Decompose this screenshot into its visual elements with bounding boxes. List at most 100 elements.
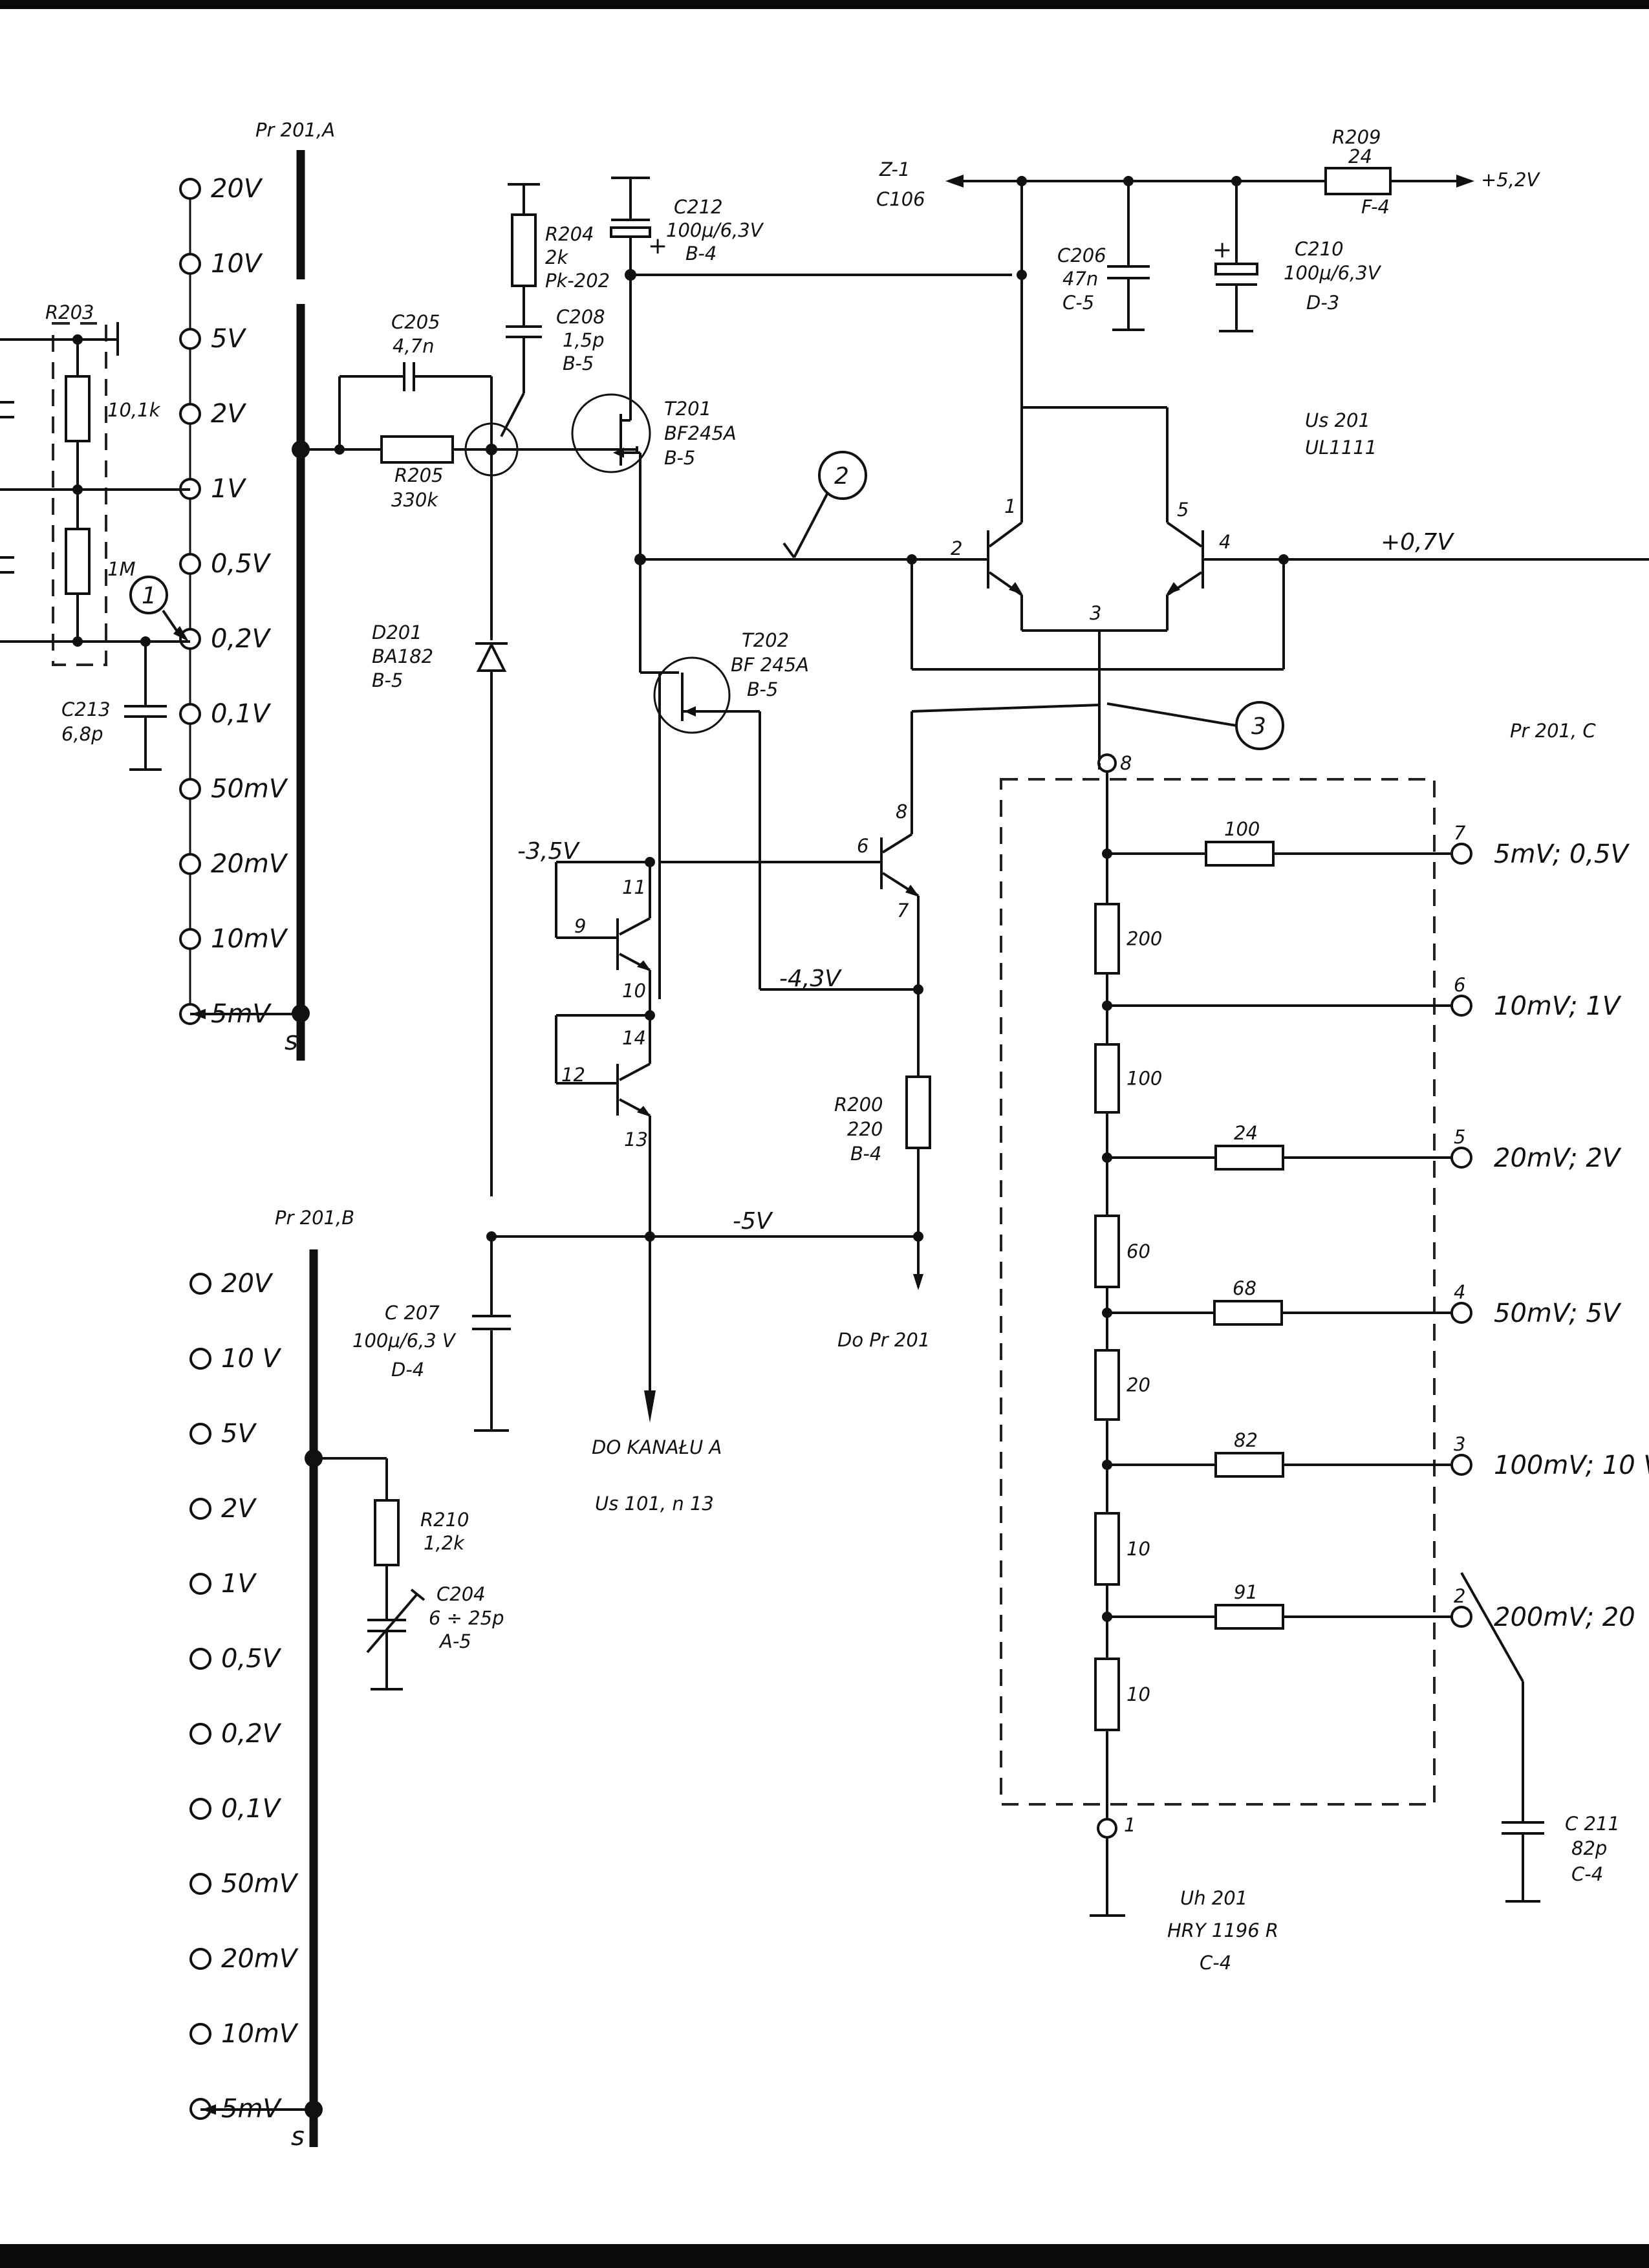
switch-b-position-terminal-4[interactable] xyxy=(189,1573,211,1595)
switch-b-position-terminal-5[interactable] xyxy=(189,1648,211,1670)
switch-a-position-terminal-7[interactable] xyxy=(179,703,201,725)
t202-ref: T202 xyxy=(742,629,789,651)
c208-value: 1,5p xyxy=(563,329,605,351)
r210-value: 1,2k xyxy=(424,1532,465,1554)
us201-pin3: 3 xyxy=(1090,602,1101,624)
switch-c-terminal-5[interactable] xyxy=(1450,1147,1472,1169)
c212-ref: C212 xyxy=(674,196,723,218)
ic-pin10: 10 xyxy=(622,980,646,1002)
switch-c-range-7: 5mV; 0,5V xyxy=(1494,839,1630,869)
ic-pin11: 11 xyxy=(622,876,646,898)
switch-a-position-label-7: 0,1V xyxy=(211,699,272,729)
switch-b-position-label-8: 50mV xyxy=(221,1869,299,1899)
marker-1-label: 1 xyxy=(142,583,156,609)
switch-a-position-terminal-6[interactable] xyxy=(179,628,201,650)
c212-plus: + xyxy=(648,233,667,259)
us201-pin4: 4 xyxy=(1219,531,1231,553)
r200-resistor xyxy=(905,1075,931,1149)
c207-value: 100μ/6,3 V xyxy=(352,1330,457,1352)
marker-2 xyxy=(818,451,867,500)
switch-b-position-terminal-6[interactable] xyxy=(189,1723,211,1745)
c210-value: 100μ/6,3V xyxy=(1284,262,1382,284)
switch-b-position-terminal-7[interactable] xyxy=(189,1798,211,1820)
switch-c-terminal-2[interactable] xyxy=(1450,1606,1472,1628)
switch-c-terminal-4[interactable] xyxy=(1450,1302,1472,1324)
t201-type: BF245A xyxy=(664,422,737,444)
node-minus-5v: -5V xyxy=(733,1208,773,1235)
switch-c-range-4: 50mV; 5V xyxy=(1494,1299,1622,1328)
switch-a-position-terminal-9[interactable] xyxy=(179,853,201,875)
z1-loc: C106 xyxy=(876,188,925,210)
switch-a-position-terminal-2[interactable] xyxy=(179,328,201,350)
divider-series-value-0: 100 xyxy=(1224,818,1260,840)
marker-2-label: 2 xyxy=(834,463,849,490)
switch-b-name: Pr 201,B xyxy=(275,1207,354,1229)
c207-ref: C 207 xyxy=(385,1302,440,1324)
switch-b-position-terminal-1[interactable] xyxy=(189,1348,211,1370)
bottom-scan-border xyxy=(0,2244,1649,2268)
switch-a-position-terminal-1[interactable] xyxy=(179,253,201,275)
uh201-loc: C-4 xyxy=(1200,1952,1231,1974)
switch-a-position-terminal-10[interactable] xyxy=(179,928,201,950)
r205-ref: R205 xyxy=(394,464,444,486)
switch-b-position-label-2: 5V xyxy=(221,1419,257,1449)
r204-ref: R204 xyxy=(545,223,594,245)
output-voltage: +0,7V xyxy=(1381,529,1454,556)
switch-c-range-3: 100mV; 10 V xyxy=(1494,1451,1649,1480)
switch-b-position-terminal-2[interactable] xyxy=(189,1423,211,1445)
switch-a-position-terminal-8[interactable] xyxy=(179,778,201,800)
switch-b-position-terminal-8[interactable] xyxy=(189,1873,211,1895)
switch-c-terminal-7[interactable] xyxy=(1450,843,1472,865)
switch-a-position-label-3: 2V xyxy=(211,399,246,429)
switch-a-position-label-0: 20V xyxy=(211,174,263,204)
switch-c-pin-7: 7 xyxy=(1454,822,1466,844)
switch-a-position-terminal-3[interactable] xyxy=(179,403,201,425)
divider-series-resistor-1 xyxy=(1214,1145,1284,1171)
r205-resistor xyxy=(380,435,454,464)
r200-loc: B-4 xyxy=(850,1143,881,1165)
ic-pin7: 7 xyxy=(897,900,909,922)
switch-c-range-6: 10mV; 1V xyxy=(1494,991,1622,1021)
c210-loc: D-3 xyxy=(1306,292,1339,314)
divider-resistor-1 xyxy=(1094,1043,1120,1114)
c211-loc: C-4 xyxy=(1571,1863,1603,1885)
d201-ref: D201 xyxy=(372,621,422,643)
c208-loc: B-5 xyxy=(563,352,594,374)
ic-pin13: 13 xyxy=(624,1129,648,1150)
switch-b-position-terminal-0[interactable] xyxy=(189,1273,211,1295)
do-pr201: Do Pr 201 xyxy=(837,1329,930,1351)
r200-ref: R200 xyxy=(834,1094,883,1116)
r204-value: 2k xyxy=(545,246,568,268)
t201-transistor xyxy=(571,393,651,473)
node-minus-4v3: -4,3V xyxy=(779,966,842,992)
switch-b-position-label-1: 10 V xyxy=(221,1344,282,1374)
r200-value: 220 xyxy=(847,1118,883,1140)
switch-a-position-terminal-5[interactable] xyxy=(179,553,201,575)
r204-loc: Pk-202 xyxy=(545,270,610,292)
us201-type: UL1111 xyxy=(1305,437,1377,459)
c208-ref: C208 xyxy=(556,306,605,328)
switch-b-position-terminal-10[interactable] xyxy=(189,2023,211,2045)
switch-a-position-terminal-0[interactable] xyxy=(179,178,201,200)
switch-a-position-label-5: 0,5V xyxy=(211,549,272,579)
switch-c-terminal-6[interactable] xyxy=(1450,995,1472,1017)
c213-value: 6,8p xyxy=(61,723,103,745)
d201-loc: B-5 xyxy=(372,669,403,691)
us201-pin1: 1 xyxy=(1004,495,1016,517)
c205-ref: C205 xyxy=(391,311,440,333)
divider-series-resistor-0 xyxy=(1205,841,1275,867)
power-rail: Z-1 C106 C206 47n C-5 + C210 100μ/6,3V D… xyxy=(876,126,1540,407)
divider-pin1-terminal xyxy=(1097,1818,1117,1839)
node-minus-3v5: -3,5V xyxy=(517,838,580,865)
us101-pin: Us 101, n 13 xyxy=(595,1493,714,1515)
switch-c-terminal-3[interactable] xyxy=(1450,1454,1472,1476)
c210-ref: C210 xyxy=(1295,238,1344,260)
r209-loc: F-4 xyxy=(1361,196,1390,218)
t201-ref: T201 xyxy=(664,398,711,420)
switch-b-position-terminal-3[interactable] xyxy=(189,1498,211,1520)
switch-b-position-terminal-9[interactable] xyxy=(189,1948,211,1970)
c210-plus: + xyxy=(1212,237,1232,263)
switch-b-position-label-9: 20mV xyxy=(221,1944,299,1974)
